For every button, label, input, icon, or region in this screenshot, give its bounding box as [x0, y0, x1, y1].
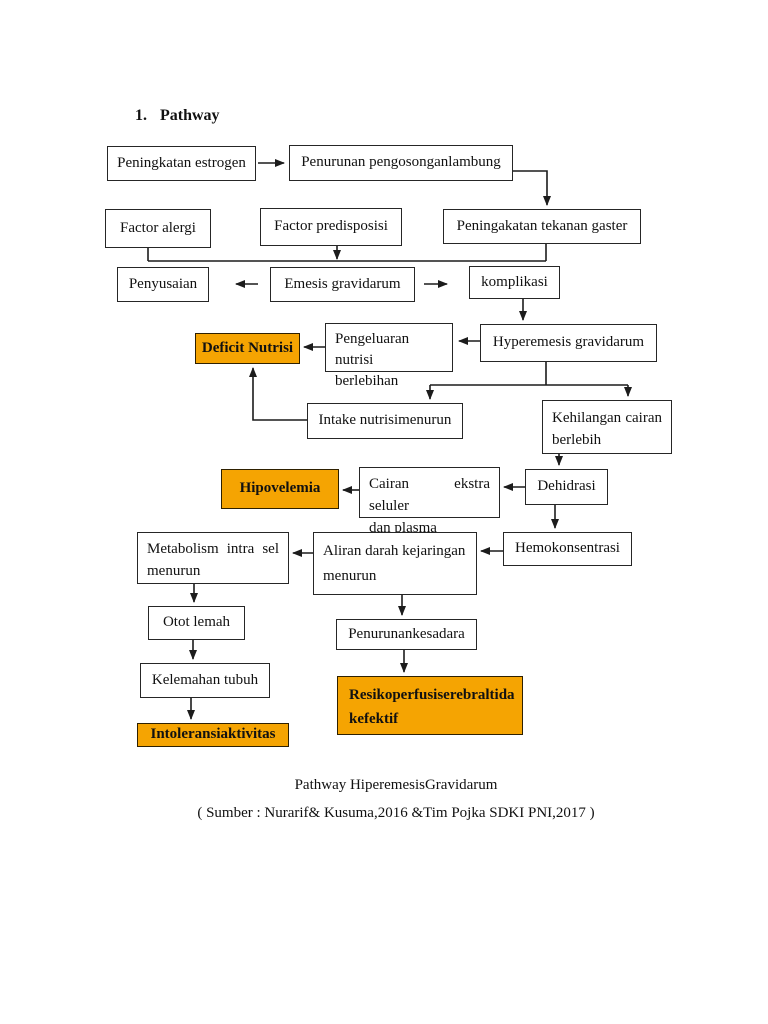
- node-otot-lemah: Otot lemah: [148, 606, 245, 640]
- edge-pengosongan-to-gaster: [513, 170, 551, 206]
- node-peningkatan-estrogen: Peningkatan estrogen: [107, 146, 256, 181]
- edge-hyperemesis-split: [430, 362, 628, 386]
- node-komplikasi: komplikasi: [469, 266, 560, 299]
- node-emesis-gravidarum: Emesis gravidarum: [270, 267, 415, 302]
- node-line: Aliran darah kejaringan: [323, 543, 466, 559]
- node-line: berlebih: [552, 432, 602, 448]
- node-kehilangan-cairan: Kehilangan cairan berlebih: [542, 400, 672, 454]
- node-factor-predisposisi: Factor predisposisi: [260, 208, 402, 246]
- node-intake-nutrisi: Intake nutrisimenurun: [307, 403, 463, 439]
- node-hemokonsentrasi: Hemokonsentrasi: [503, 532, 632, 566]
- node-line: Pengeluaran nutrisi: [335, 331, 410, 368]
- node-cairan-ekstra: Cairan ekstra seluler dan plasma: [359, 467, 500, 536]
- node-aliran-darah: Aliran darah kejaringan menurun: [313, 532, 477, 595]
- node-line: menurun: [147, 563, 201, 579]
- node-line: Cairan ekstra seluler: [369, 476, 490, 514]
- node-kelemahan-tubuh: Kelemahan tubuh: [140, 663, 270, 698]
- node-pengeluaran-nutrisi: Pengeluaran nutrisi berlebihan: [325, 323, 453, 389]
- node-line: Kehilangan cairan: [552, 410, 662, 426]
- figure-caption-title: Pathway HiperemesisGravidarum: [294, 777, 498, 793]
- node-hipovelemia: Hipovelemia: [221, 469, 339, 509]
- node-intoleransi-aktivitas: Intoleransiaktivitas: [137, 723, 289, 747]
- node-penurunan-pengosongan-lambung: Penurunan pengosonganlambung: [289, 145, 513, 181]
- heading-text: Pathway: [160, 107, 220, 124]
- node-peningakatan-tekanan-gaster: Peningakatan tekanan gaster: [443, 209, 641, 244]
- node-resiko-perfusi: Resikoperfusiserebraltida kefektif: [337, 676, 523, 735]
- node-deficit-nutrisi: Deficit Nutrisi: [195, 333, 300, 364]
- node-line: berlebihan: [335, 373, 399, 389]
- node-metabolism: Metabolism intra sel menurun: [137, 532, 289, 584]
- node-hyperemesis-gravidarum: Hyperemesis gravidarum: [480, 324, 657, 362]
- figure-caption-source: ( Sumber : Nurarif& Kusuma,2016 &Tim Poj…: [197, 805, 595, 821]
- heading-number: 1.: [135, 107, 147, 124]
- node-penurunan-kesadara: Penurunankesadara: [336, 619, 477, 650]
- node-line: kefektif: [349, 711, 399, 727]
- node-line: Metabolism intra sel: [147, 541, 279, 557]
- section-heading: 1. Pathway: [135, 107, 220, 125]
- node-line: Resikoperfusiserebraltida: [349, 687, 515, 703]
- edge-intake-to-deficit: [249, 367, 307, 421]
- node-factor-alergi: Factor alergi: [105, 209, 211, 248]
- node-dehidrasi: Dehidrasi: [525, 469, 608, 505]
- node-penyusaian: Penyusaian: [117, 267, 209, 302]
- node-line: menurun: [323, 568, 377, 584]
